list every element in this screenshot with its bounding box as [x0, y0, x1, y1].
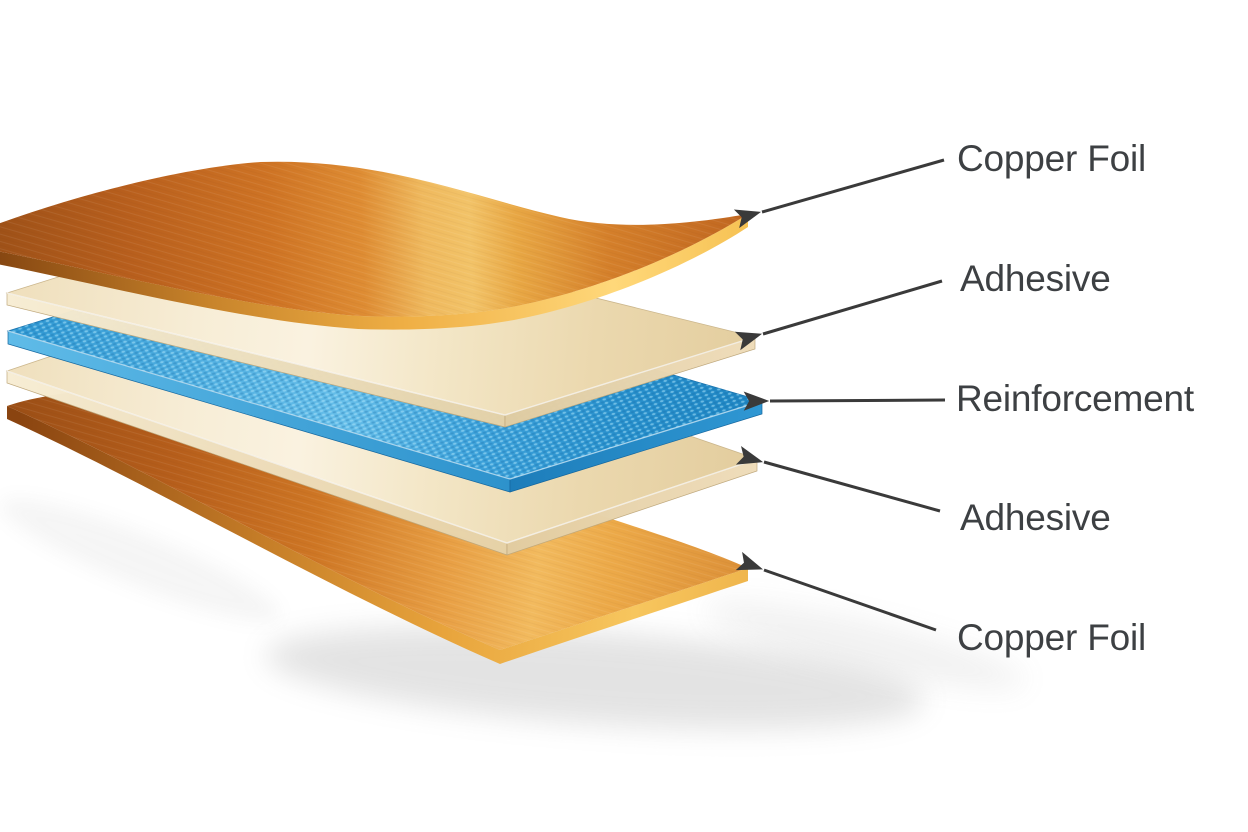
- arrow-adhesive-bottom: [735, 446, 941, 513]
- label-copper-foil-top: Copper Foil: [957, 138, 1147, 179]
- arrow-copper-foil-bottom: [735, 551, 937, 632]
- layer-copper-foil-bottom: [7, 385, 748, 664]
- ground-shadow: [0, 498, 1026, 730]
- arrow-copper-foil-top: [733, 158, 945, 229]
- layer-copper-foil-top: [0, 161, 748, 330]
- label-adhesive-bottom: Adhesive: [960, 497, 1111, 538]
- label-reinforcement: Reinforcement: [956, 378, 1195, 419]
- arrow-adhesive-top: [734, 279, 943, 351]
- arrow-reinforcement: [743, 391, 946, 411]
- leader-arrows: [733, 158, 946, 632]
- label-copper-foil-bottom: Copper Foil: [957, 617, 1147, 658]
- label-adhesive-top: Adhesive: [960, 258, 1111, 299]
